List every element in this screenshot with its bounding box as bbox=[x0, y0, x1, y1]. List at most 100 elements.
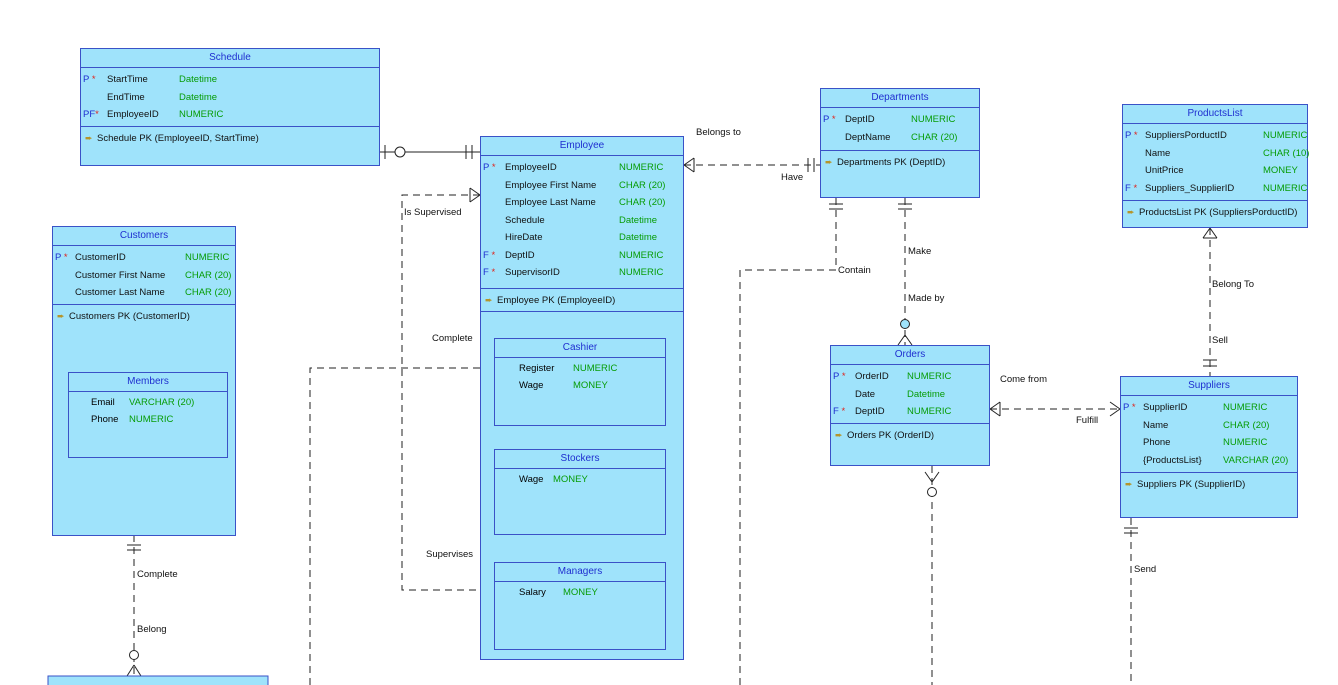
attribute-type: VARCHAR (20) bbox=[129, 397, 195, 408]
attribute-type: MONEY bbox=[553, 474, 588, 485]
label-contain: Contain bbox=[838, 265, 871, 276]
subtype-title: Members bbox=[69, 373, 227, 392]
attribute-type: Datetime bbox=[179, 74, 218, 85]
attribute-name: Register bbox=[519, 363, 555, 374]
entity-productslist[interactable]: ProductsList P * SuppliersPorductID NUMERI… bbox=[1122, 104, 1309, 228]
entity-title: ProductsList bbox=[1123, 105, 1307, 124]
attribute-type: Datetime bbox=[619, 232, 658, 243]
attribute-name: SuppliersPorductID bbox=[1145, 130, 1227, 141]
attribute-name: Wage bbox=[519, 380, 544, 391]
attribute-type: MONEY bbox=[1263, 165, 1298, 176]
attribute-type: VARCHAR (20) bbox=[1223, 454, 1289, 466]
attribute-type: CHAR (20) bbox=[619, 197, 666, 208]
label-send: Send bbox=[1134, 564, 1157, 575]
key-flag: P * bbox=[1125, 130, 1138, 141]
label-come-from: Come from bbox=[1000, 374, 1047, 385]
attribute-name: SupplierID bbox=[1143, 402, 1188, 413]
attribute-name: EmployeeID bbox=[107, 109, 159, 120]
attribute-row: Wage MONEY bbox=[495, 471, 665, 488]
attribute-name: {ProductsList} bbox=[1143, 454, 1202, 466]
attribute-row: Customer First Name CHAR (20) bbox=[53, 267, 235, 285]
attribute-type: NUMERIC bbox=[911, 114, 956, 125]
attribute-type: NUMERIC bbox=[1263, 130, 1308, 141]
label-belong: Belong bbox=[137, 624, 167, 635]
label-belongs-to: Belongs to bbox=[696, 127, 741, 138]
key-icon: ➨ bbox=[1127, 207, 1135, 217]
subtype-title: Cashier bbox=[495, 339, 665, 358]
key-icon: ➨ bbox=[835, 430, 843, 440]
key-flag: F * bbox=[833, 406, 846, 417]
attribute-type: MONEY bbox=[563, 587, 598, 598]
attribute-name: Schedule bbox=[505, 214, 545, 226]
subtype-stockers[interactable]: Stockers Wage MONEY bbox=[494, 449, 666, 535]
attribute-type: NUMERIC bbox=[573, 363, 618, 374]
attribute-name: DeptID bbox=[855, 406, 885, 417]
attribute-name: Customer First Name bbox=[75, 269, 166, 281]
label-complete-employee: Complete bbox=[432, 333, 473, 344]
attribute-type: CHAR (20) bbox=[619, 179, 666, 191]
label-complete-customers: Complete bbox=[137, 569, 178, 580]
attribute-row: Register NUMERIC bbox=[495, 360, 665, 377]
attribute-name: Date bbox=[855, 388, 876, 400]
rel-employee-supervision bbox=[401, 194, 480, 591]
key-flag: P * bbox=[1123, 402, 1136, 413]
key-flag: P * bbox=[55, 252, 68, 263]
attribute-type: NUMERIC bbox=[185, 252, 230, 263]
rel-departments-contain bbox=[739, 198, 837, 685]
label-made-by: Made by bbox=[908, 293, 945, 304]
attribute-type: NUMERIC bbox=[1223, 402, 1268, 413]
primary-key-constraint: ➨Departments PK (DeptID) bbox=[821, 151, 979, 173]
attribute-name: Wage bbox=[519, 474, 544, 485]
attribute-name: DeptID bbox=[505, 249, 535, 261]
key-icon: ➨ bbox=[825, 157, 833, 167]
attribute-name: Suppliers_SupplierID bbox=[1145, 182, 1235, 194]
attribute-row: UnitPrice MONEY bbox=[1123, 162, 1307, 180]
primary-key-constraint: ➨Schedule PK (EmployeeID, StartTime) bbox=[81, 127, 379, 149]
subtype-title: Stockers bbox=[495, 450, 665, 469]
entity-partial-bottom bbox=[47, 675, 269, 685]
key-flag: PF* bbox=[83, 109, 99, 120]
entity-title: Departments bbox=[821, 89, 979, 108]
attribute-type: CHAR (20) bbox=[1223, 419, 1270, 431]
attribute-type: CHAR (20) bbox=[185, 269, 232, 281]
attribute-type: Datetime bbox=[907, 388, 946, 400]
primary-key-constraint: ➨Customers PK (CustomerID) bbox=[53, 305, 235, 327]
label-have: Have bbox=[781, 172, 804, 183]
rel-complete-employee bbox=[309, 367, 480, 685]
primary-key-constraint: ➨Employee PK (EmployeeID) bbox=[481, 289, 683, 312]
key-icon: ➨ bbox=[485, 295, 493, 305]
attribute-name: EndTime bbox=[107, 91, 145, 103]
attribute-name: UnitPrice bbox=[1145, 165, 1184, 176]
key-flag: P * bbox=[833, 371, 846, 382]
